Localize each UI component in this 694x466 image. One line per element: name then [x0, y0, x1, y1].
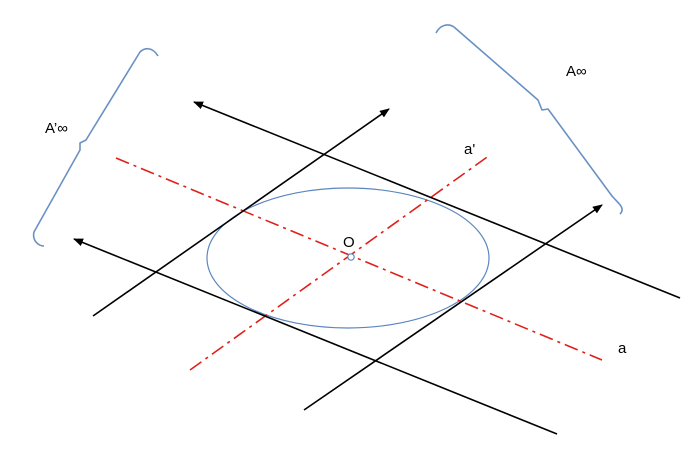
brace-a-prime-inf	[32, 47, 159, 247]
tangent-line-right	[303, 204, 603, 411]
ellipse	[206, 187, 490, 329]
center-point	[347, 253, 355, 261]
label-a: a	[618, 340, 627, 357]
brace-a-inf	[435, 24, 623, 215]
label-a-prime: a'	[464, 141, 475, 158]
label-a-inf: A∞	[566, 63, 587, 80]
label-a-prime-inf: A’∞	[45, 120, 68, 137]
label-center-o: O	[343, 234, 355, 251]
tangent-line-left	[92, 108, 390, 317]
tangent-line-top	[193, 101, 681, 299]
tangent-line-bottom	[73, 238, 558, 435]
axis-a	[115, 157, 603, 361]
axis-a-prime	[189, 154, 491, 371]
